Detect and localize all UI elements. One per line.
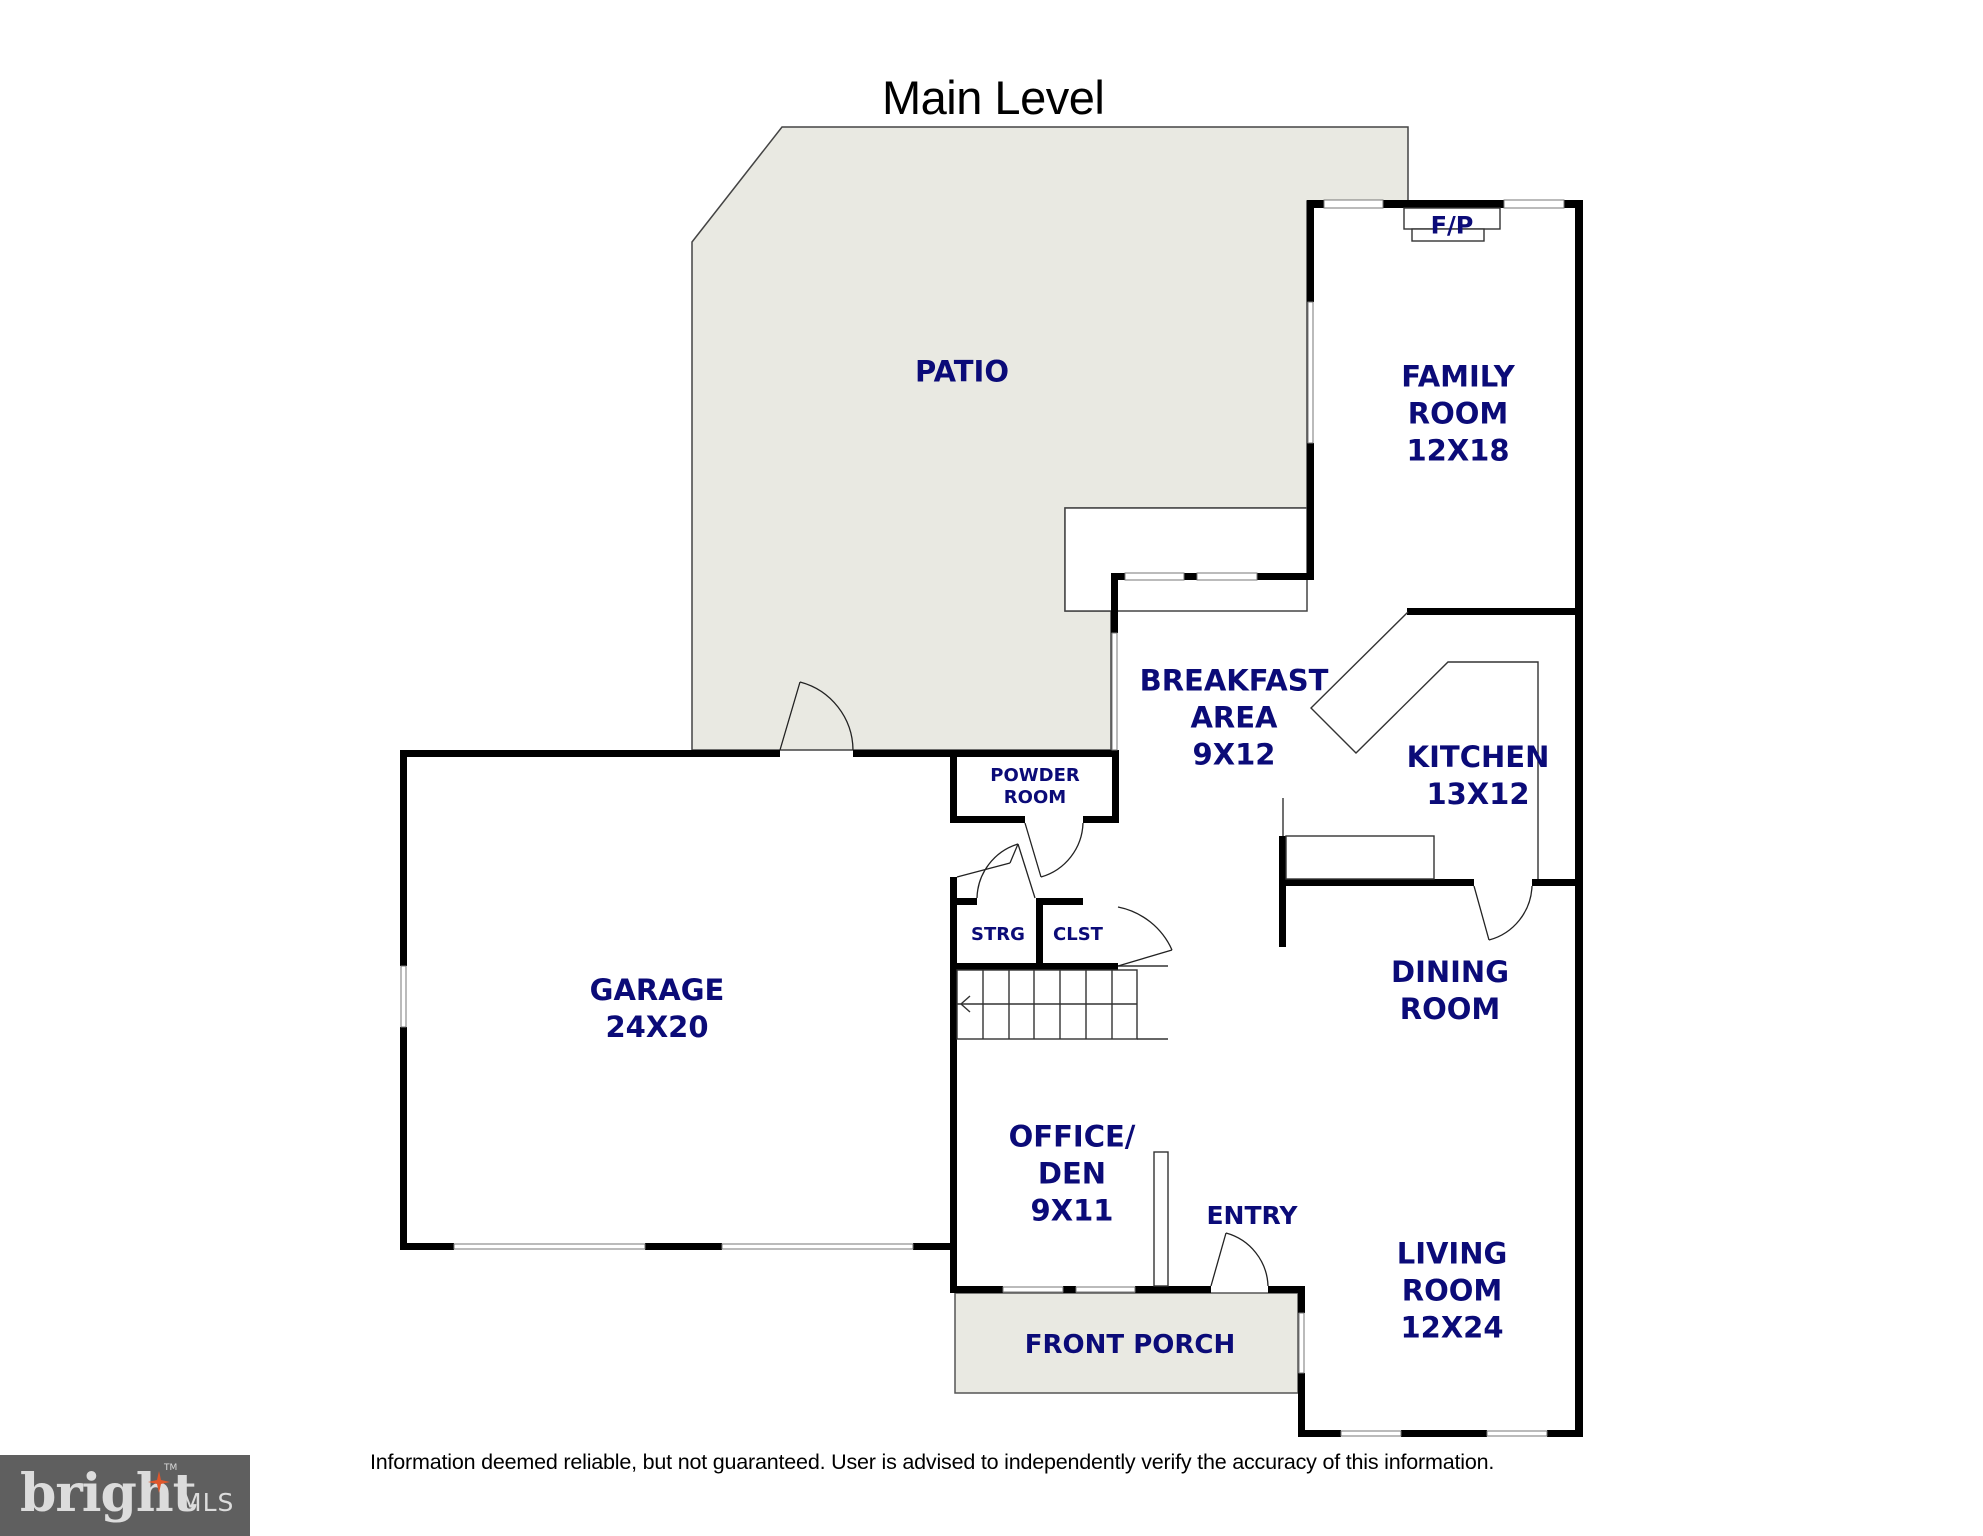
page-title: Main Level — [882, 71, 1105, 124]
closet-name: CLST — [1053, 924, 1103, 945]
family-room-name-2: ROOM — [1407, 396, 1509, 431]
logo-star-icon — [148, 1471, 170, 1493]
breakfast-name-2: AREA — [1190, 700, 1278, 735]
family-room-dimensions: 12X18 — [1406, 433, 1510, 468]
bright-mls-logo: bright TM MLS — [0, 1455, 250, 1536]
dining-room-name-2: ROOM — [1399, 992, 1501, 1026]
room-label-front-porch: FRONT PORCH — [1025, 1330, 1235, 1362]
kitchen-name: KITCHEN — [1406, 740, 1550, 774]
powder-room-name: POWDER — [990, 765, 1080, 786]
room-label-breakfast-area: BREAKFAST AREA 9X12 — [1140, 663, 1329, 774]
logo-trademark: TM — [164, 1463, 178, 1473]
room-label-kitchen: KITCHEN 13X12 — [1407, 739, 1550, 813]
kitchen-dimensions: 13X12 — [1426, 777, 1530, 811]
office-den-dimensions: 9X11 — [1030, 1193, 1114, 1228]
windows — [400, 199, 1565, 1437]
office-den-name: OFFICE/ — [1008, 1119, 1136, 1154]
living-room-dimensions: 12X24 — [1400, 1310, 1504, 1345]
room-label-closet: CLST — [1053, 924, 1103, 946]
logo-mls: MLS — [180, 1488, 235, 1517]
patio-area — [691, 126, 1409, 751]
breakfast-name: BREAKFAST — [1139, 663, 1329, 698]
storage-name: STRG — [971, 924, 1025, 945]
room-label-patio: PATIO — [915, 354, 1009, 391]
living-room-name-2: ROOM — [1401, 1273, 1503, 1308]
office-den-name-2: DEN — [1037, 1156, 1107, 1191]
dining-room-name: DINING — [1391, 955, 1509, 989]
fixtures — [956, 207, 1539, 1287]
logo-wordmark: bright — [20, 1463, 197, 1524]
room-label-fireplace: F/P — [1431, 211, 1474, 240]
walls — [400, 200, 1583, 1437]
entry-name: ENTRY — [1206, 1200, 1298, 1230]
fireplace-name: F/P — [1430, 211, 1474, 240]
room-label-powder-room: POWDER ROOM — [990, 765, 1079, 809]
patio-step — [1064, 507, 1308, 612]
garage-name: GARAGE — [589, 973, 725, 1007]
room-label-family-room: FAMILY ROOM 12X18 — [1401, 359, 1515, 470]
patio-name: PATIO — [914, 354, 1010, 389]
room-label-living-room: LIVING ROOM 12X24 — [1397, 1236, 1508, 1347]
room-label-dining-room: DINING ROOM — [1391, 954, 1509, 1028]
disclaimer-text: Information deemed reliable, but not gua… — [370, 1450, 1495, 1474]
front-porch-name: FRONT PORCH — [1024, 1330, 1236, 1361]
powder-room-name-2: ROOM — [1003, 787, 1067, 808]
living-room-name: LIVING — [1396, 1236, 1508, 1271]
room-label-entry: ENTRY — [1206, 1201, 1297, 1232]
breakfast-dimensions: 9X12 — [1192, 737, 1276, 772]
room-label-garage: GARAGE 24X20 — [590, 972, 725, 1046]
room-label-office-den: OFFICE/ DEN 9X11 — [1009, 1119, 1136, 1230]
family-room-name: FAMILY — [1401, 359, 1515, 394]
garage-dimensions: 24X20 — [605, 1010, 709, 1044]
doors — [779, 681, 1533, 1287]
room-label-storage: STRG — [971, 924, 1025, 946]
front-porch-area — [954, 1292, 1299, 1394]
